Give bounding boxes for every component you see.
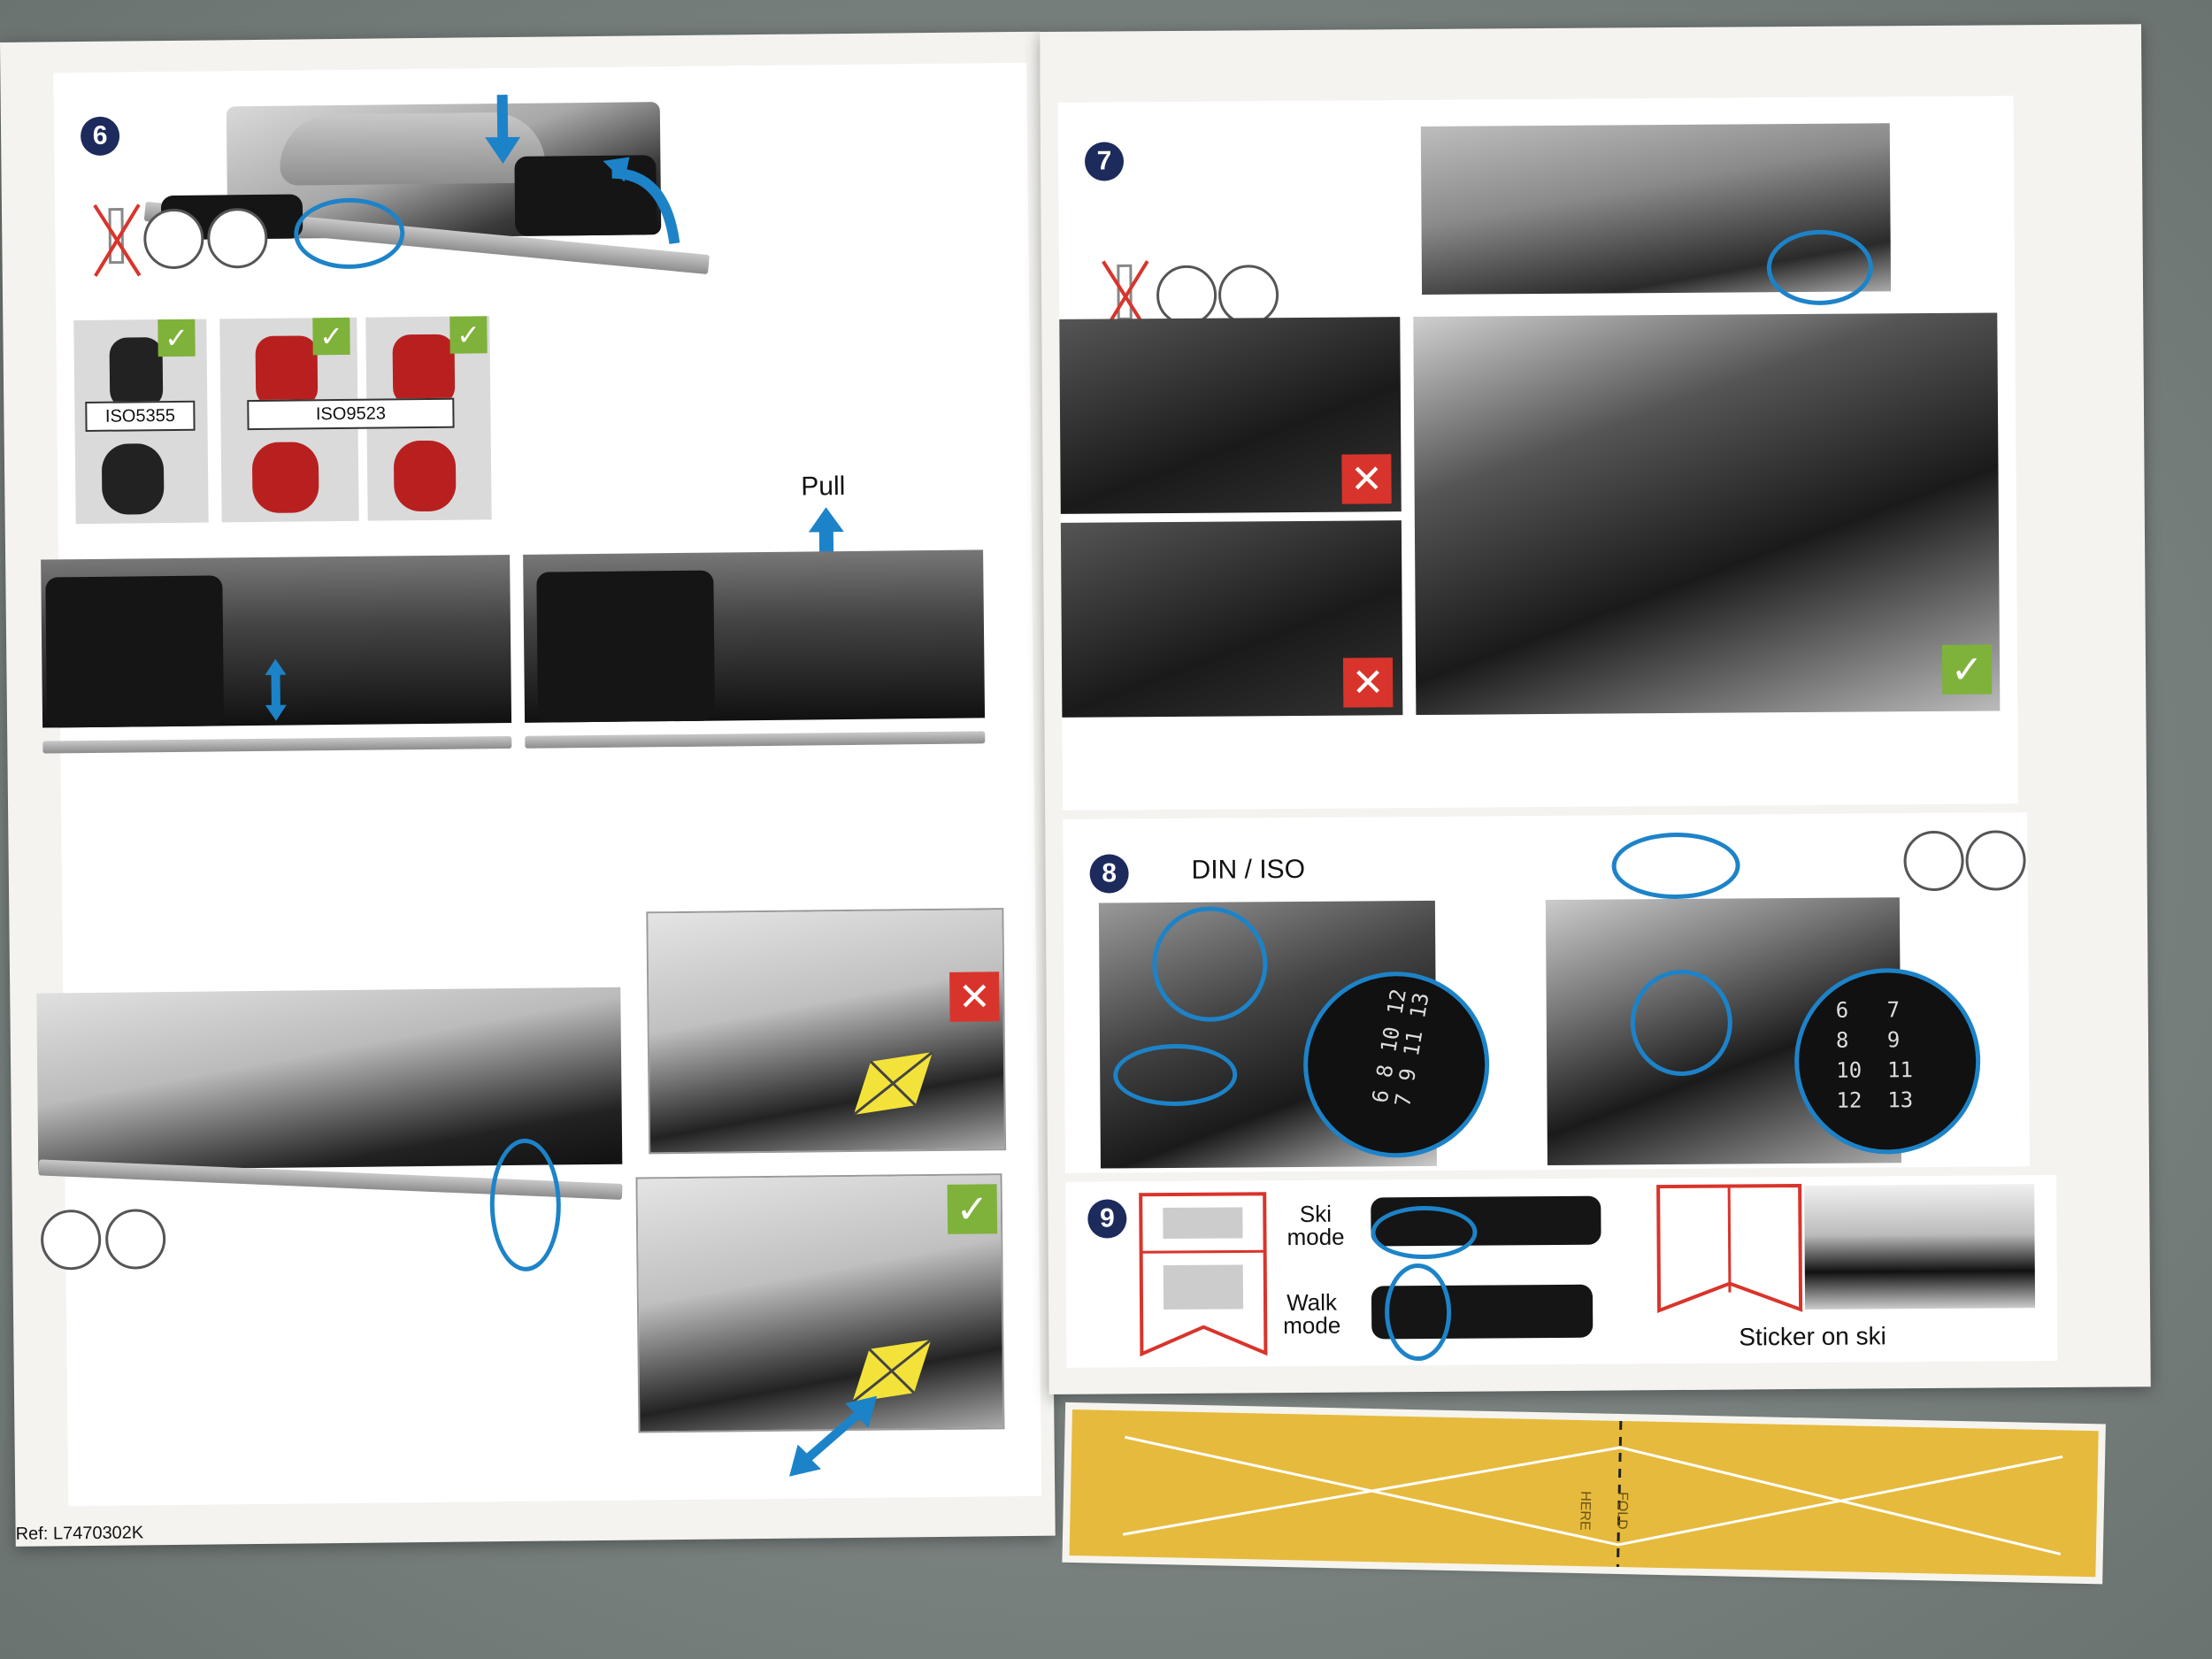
curved-arrow-icon (603, 157, 680, 244)
ok-badge: ✓ (312, 317, 350, 356)
rotate-arrow-circle (1611, 832, 1740, 900)
alpine-boot-icon (1156, 265, 1217, 326)
x-badge: ✕ (1341, 454, 1392, 504)
ski-plate (42, 735, 512, 754)
din-dial-closeup-right: 6 7 8 9 10 11 12 13 (1793, 967, 1981, 1156)
toe-incorrect-panel: ✕ (646, 908, 1007, 1155)
alpine-boot-icon (40, 1209, 102, 1271)
x-badge: ✕ (1342, 657, 1394, 708)
shim-marker-icon (853, 1052, 933, 1115)
sticker-heel-illustration (1804, 1184, 2036, 1310)
touring-boot-icon (206, 207, 268, 269)
step-8-number: 8 (1089, 854, 1129, 894)
toe-clamp-shape (536, 570, 716, 723)
ok-badge: ✓ (947, 1184, 998, 1234)
step-9-panel: 9 Ski mode Walk mode Sticker on ski (1065, 1175, 2058, 1368)
ski-plate (525, 731, 986, 749)
fold-label: FOLD (1614, 1491, 1631, 1530)
step-9-number: 9 (1087, 1199, 1127, 1239)
toe-incorrect-illustration (648, 910, 1005, 1153)
up-arrow-icon (808, 507, 844, 577)
touring-boot-icon (104, 1209, 166, 1270)
iso5355-label: ISO5355 (85, 400, 196, 433)
sticker-cross-lines (1122, 1420, 2063, 1567)
touring-boot-icon (1965, 830, 2026, 891)
touring-boot-icon (1217, 265, 1279, 326)
walk-mode-circle (1384, 1263, 1452, 1362)
ski-mode-label: Ski mode (1286, 1200, 1345, 1251)
double-arrow-icon (265, 658, 287, 721)
instruction-sheet-left: 6 ✓ ✓ ✓ ISO5355 ISO9523 (0, 31, 1056, 1547)
dial-scale-right: 6 7 8 9 10 11 12 13 (1835, 997, 1914, 1113)
step-7-panel: 7 ✕ ✕ ✓ (1057, 96, 2019, 810)
iso9523-label: ISO9523 (247, 397, 455, 431)
alpine-boot-icon (142, 208, 204, 270)
toe-clamp-shape (45, 575, 225, 728)
ok-badge: ✓ (1941, 644, 1993, 695)
din-window-circle (1151, 906, 1268, 1023)
pull-label: Pull (801, 472, 846, 502)
highlight-circle (293, 197, 405, 270)
no-screwdriver-icon (93, 204, 142, 277)
here-label: HERE (1577, 1490, 1594, 1531)
screw-rotate-circle (489, 1138, 562, 1272)
fold-sticker-strip: FOLD HERE (1069, 1409, 2099, 1578)
heel-correct: ✓ (1413, 312, 2001, 716)
din-iso-label: DIN / ISO (1191, 854, 1306, 885)
shim-marker-icon (851, 1340, 933, 1402)
ok-badge: ✓ (449, 316, 488, 354)
ok-badge: ✓ (157, 319, 196, 357)
alpine-boot-icon (1903, 830, 1964, 892)
highlight-circle (1766, 229, 1874, 306)
walk-mode-label: Walk mode (1283, 1288, 1341, 1340)
sticker-on-ski-label: Sticker on ski (1739, 1322, 1886, 1351)
x-badge: ✕ (949, 972, 1000, 1022)
sticker-on-ski-icon (1656, 1184, 1803, 1314)
step-6-panel: 6 ✓ ✓ ✓ ISO5355 ISO9523 (16, 62, 1042, 1544)
din-window-circle (1630, 969, 1733, 1077)
diagonal-double-arrow-icon (789, 1395, 878, 1477)
step-6-number: 6 (80, 116, 120, 157)
reference-code: Ref: L7470302K (15, 1523, 144, 1544)
ski-walk-sticker-icon (1139, 1192, 1268, 1357)
toe-correct-panel: ✓ (635, 1173, 1005, 1433)
ski-mode-circle (1371, 1205, 1478, 1260)
heel-wrong-top: ✕ (1059, 317, 1402, 514)
heel-wrong-bottom: ✕ (1060, 520, 1403, 718)
step-7-number: 7 (1084, 142, 1125, 181)
down-arrow-icon (485, 94, 521, 165)
